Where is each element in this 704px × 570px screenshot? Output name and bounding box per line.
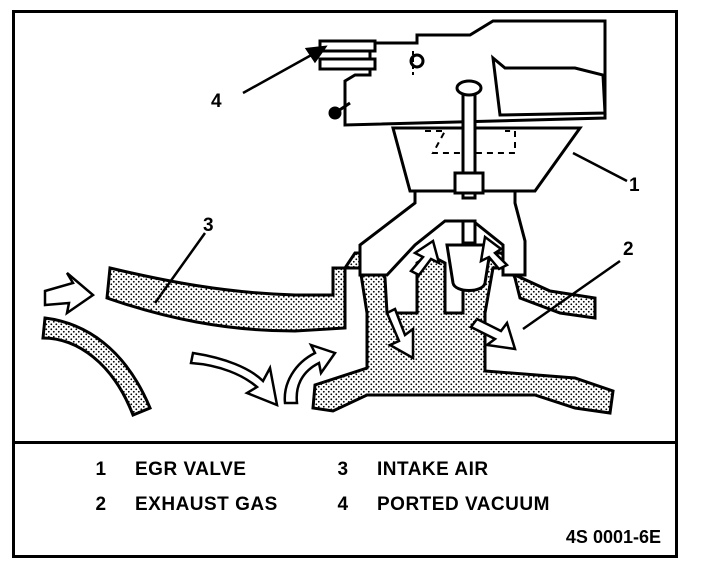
legend-label-3: INTAKE AIR (377, 459, 489, 480)
callout-4: 4 (211, 91, 222, 112)
legend: 1 EGR VALVE 2 EXHAUST GAS 3 INTAKE AIR 4… (15, 441, 675, 558)
flow-arrows (43, 234, 517, 408)
legend-label-4: PORTED VACUUM (377, 494, 550, 515)
egr-valve (328, 19, 607, 292)
legend-label-2: EXHAUST GAS (135, 494, 278, 515)
callout-leaders (153, 45, 628, 331)
callout-3: 3 (203, 215, 214, 236)
figure-code: 4S 0001-6E (565, 527, 661, 547)
legend-number-3: 3 (337, 459, 349, 480)
legend-number-4: 4 (337, 494, 349, 515)
legend-number-1: 1 (95, 459, 107, 480)
legend-number-2: 2 (95, 494, 107, 515)
callout-2: 2 (623, 239, 634, 260)
egr-valve-diagram: 1 2 3 4 (41, 19, 640, 417)
legend-label-1: EGR VALVE (135, 459, 247, 480)
ported-vacuum-tube (318, 39, 377, 71)
callout-1: 1 (629, 175, 640, 196)
figure-frame: 1 2 3 4 1 EGR VALVE 2 EXHAUST GAS 3 INTA… (12, 10, 678, 558)
